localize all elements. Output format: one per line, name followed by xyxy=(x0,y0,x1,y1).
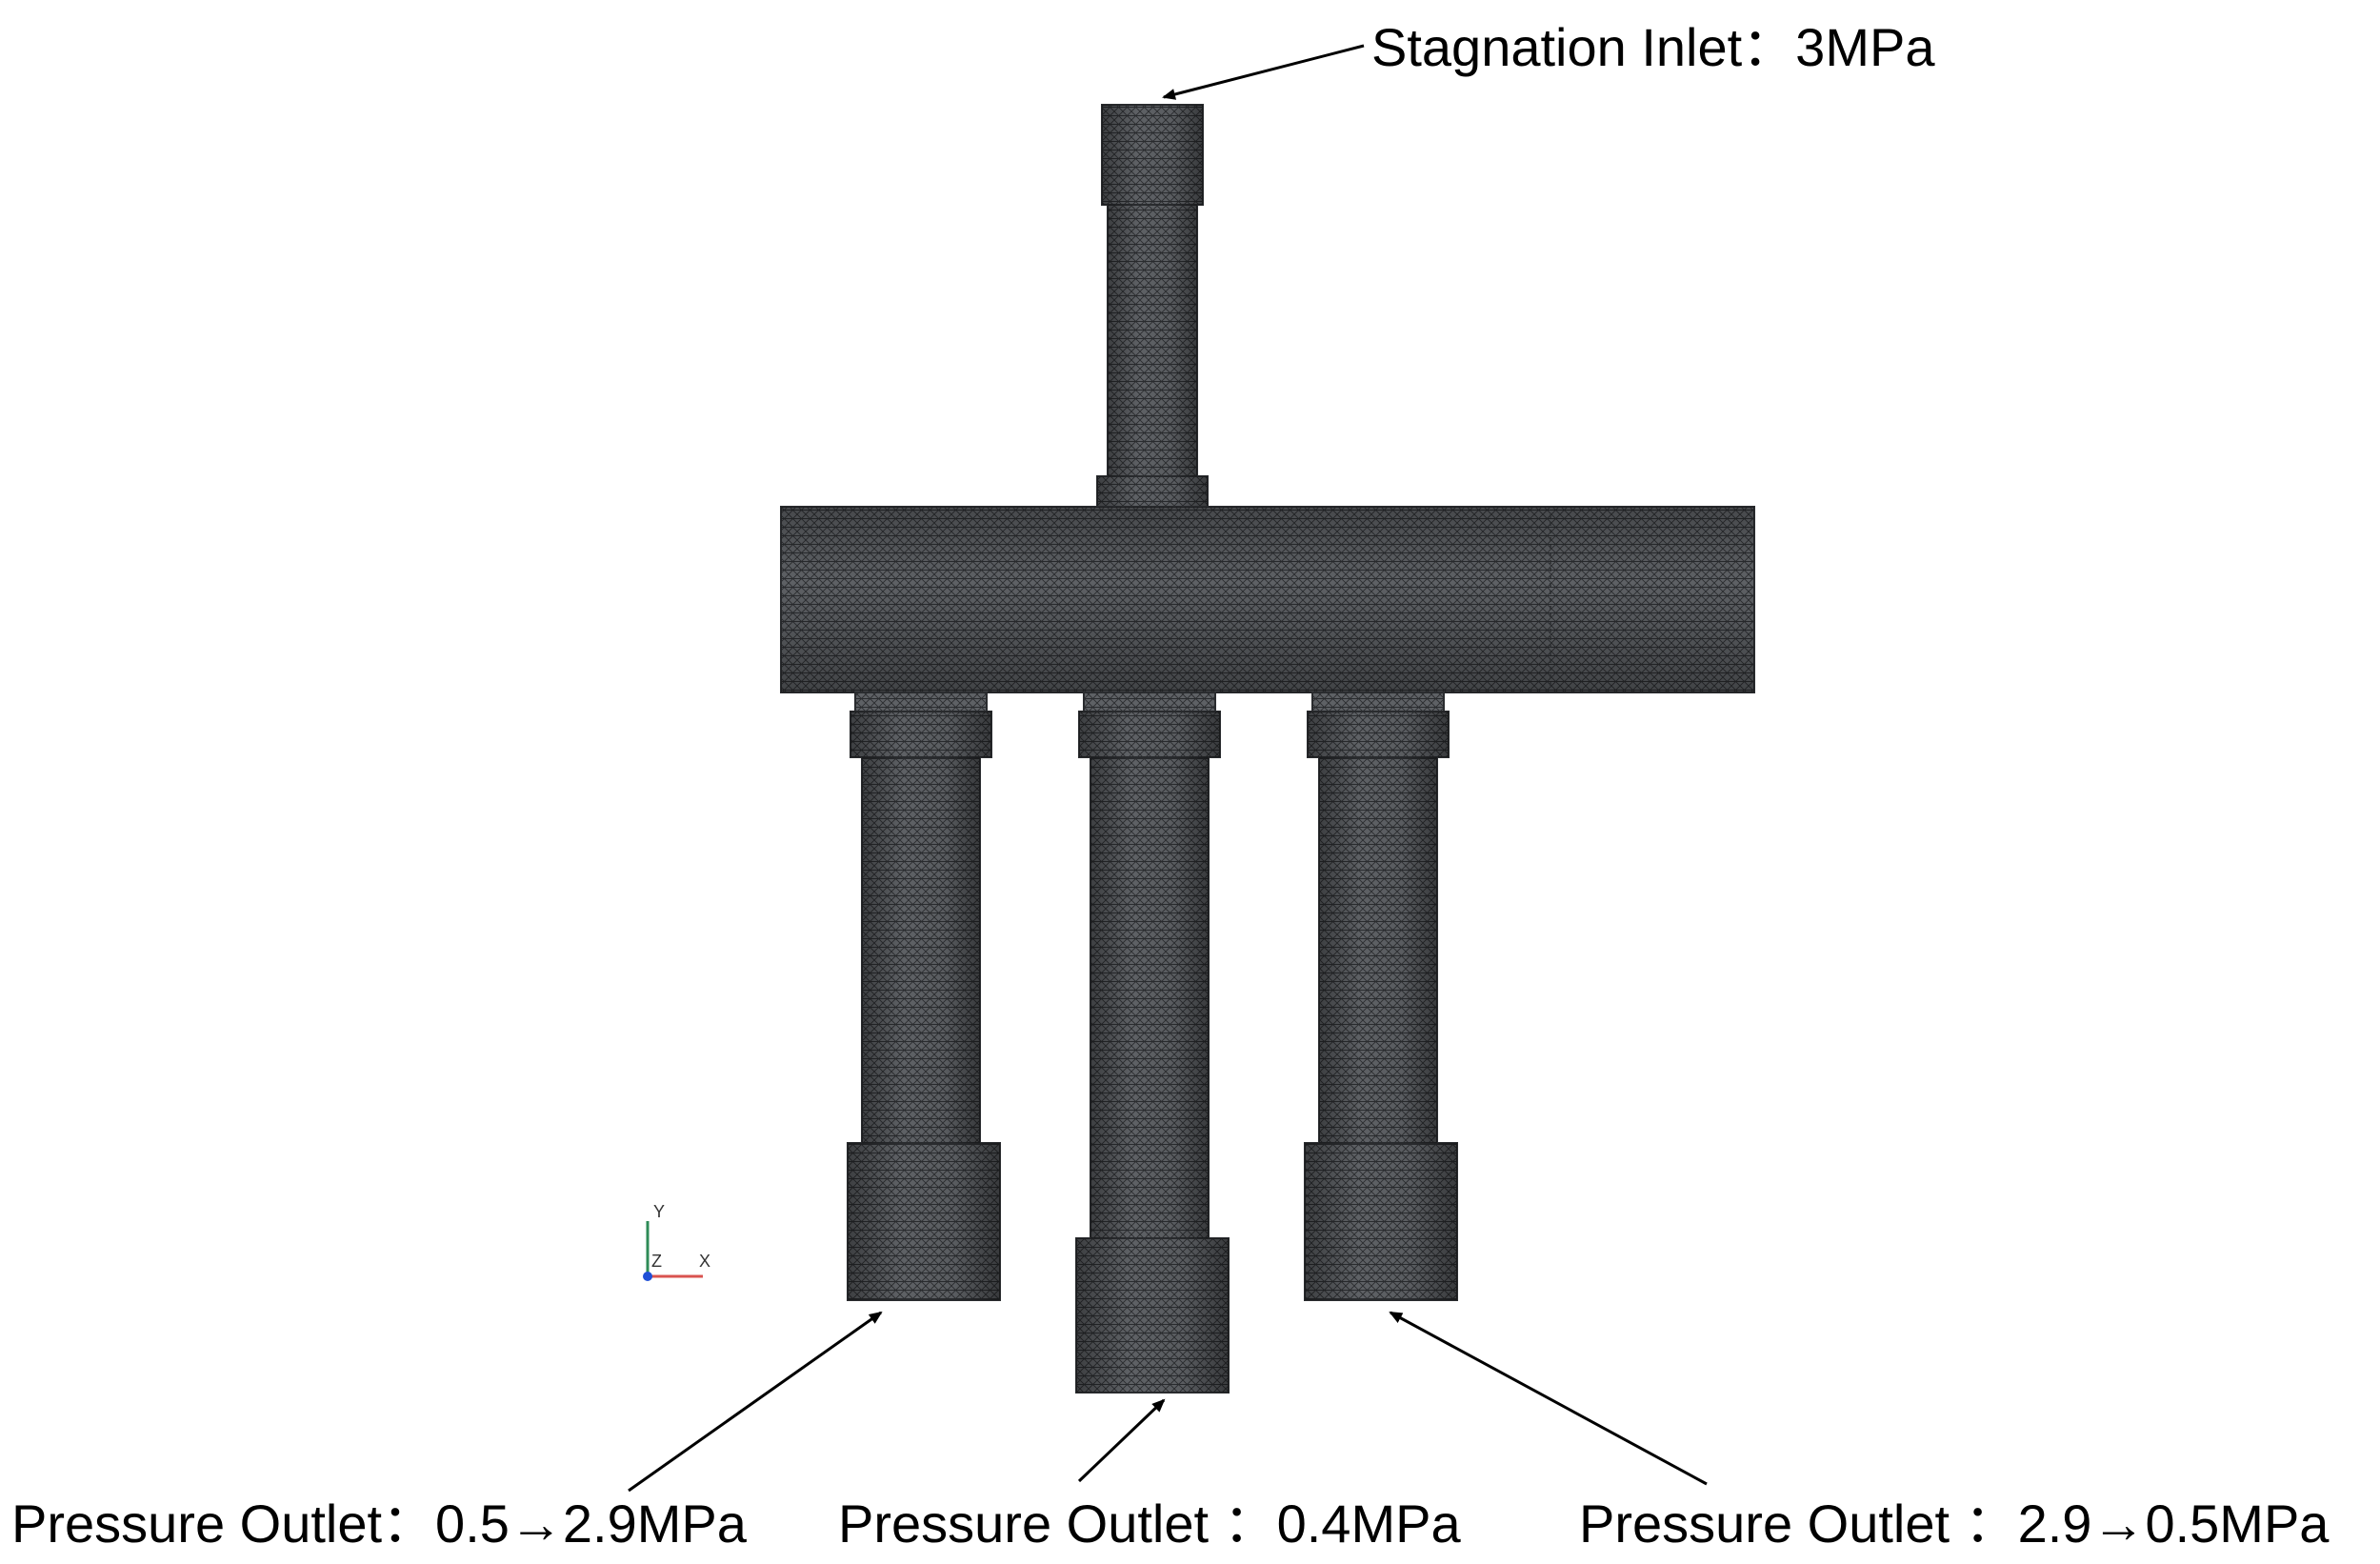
outlet-pipe-middle xyxy=(1075,692,1230,1394)
arrow-outlet-middle xyxy=(1077,1398,1166,1483)
outlet-label-left: Pressure Outlet：0.5→2.9MPa xyxy=(11,1494,747,1554)
axis-y-label: Y xyxy=(653,1202,665,1221)
axis-x-label: X xyxy=(699,1252,710,1271)
manifold-header xyxy=(780,506,1755,693)
arrow-outlet-left xyxy=(628,1311,883,1493)
axis-triad: Y Z X xyxy=(643,1202,710,1281)
arrow-outlet-right xyxy=(1389,1311,1708,1486)
inlet-label: Stagnation Inlet：3MPa xyxy=(1371,17,1935,77)
outlet-pipe-right xyxy=(1304,692,1458,1301)
arrow-inlet xyxy=(1162,44,1365,100)
axis-z-dot xyxy=(643,1272,652,1281)
inlet-pipe xyxy=(1096,104,1209,513)
outlet-label-right: Pressure Outlet ：2.9→0.5MPa xyxy=(1579,1494,2330,1554)
outlet-pipe-left xyxy=(847,692,1001,1301)
axis-z-label: Z xyxy=(651,1252,662,1271)
outlet-label-middle: Pressure Outlet ：0.4MPa xyxy=(838,1494,1461,1554)
leader-arrows xyxy=(628,44,1708,1493)
